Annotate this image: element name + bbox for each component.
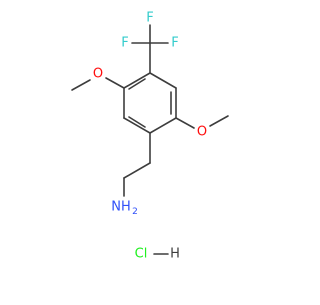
bond-o-ch3-right (209, 115, 229, 127)
atom-cl: Cl (135, 247, 148, 262)
ring-bond-3 (149, 117, 177, 134)
ring-bond-4 (123, 117, 151, 134)
atom-f-right: F (171, 36, 178, 51)
structure-canvas: F F F O O NH 2 Cl H (71, 10, 229, 262)
atom-nh2: NH (111, 200, 131, 215)
atom-h: H (170, 247, 180, 262)
ring-double-bond-2 (128, 116, 146, 128)
atom-o-right: O (197, 125, 207, 140)
atom-nh2-subscript: 2 (132, 207, 138, 217)
molecule-diagram: F F F O O NH 2 Cl H (71, 11, 229, 262)
atom-o-top: O (93, 67, 103, 82)
bond-ring-o-top (105, 77, 125, 89)
atom-f-left: F (121, 36, 128, 51)
ring-double-bond-3 (128, 78, 146, 90)
bond-ring-o-right (175, 117, 195, 129)
ring-bond-6 (123, 72, 151, 89)
atom-f-top: F (146, 11, 153, 26)
bond-ch2-ch2 (123, 162, 151, 179)
ring-bond-1 (149, 72, 177, 89)
bond-o-ch3-top (71, 79, 91, 91)
